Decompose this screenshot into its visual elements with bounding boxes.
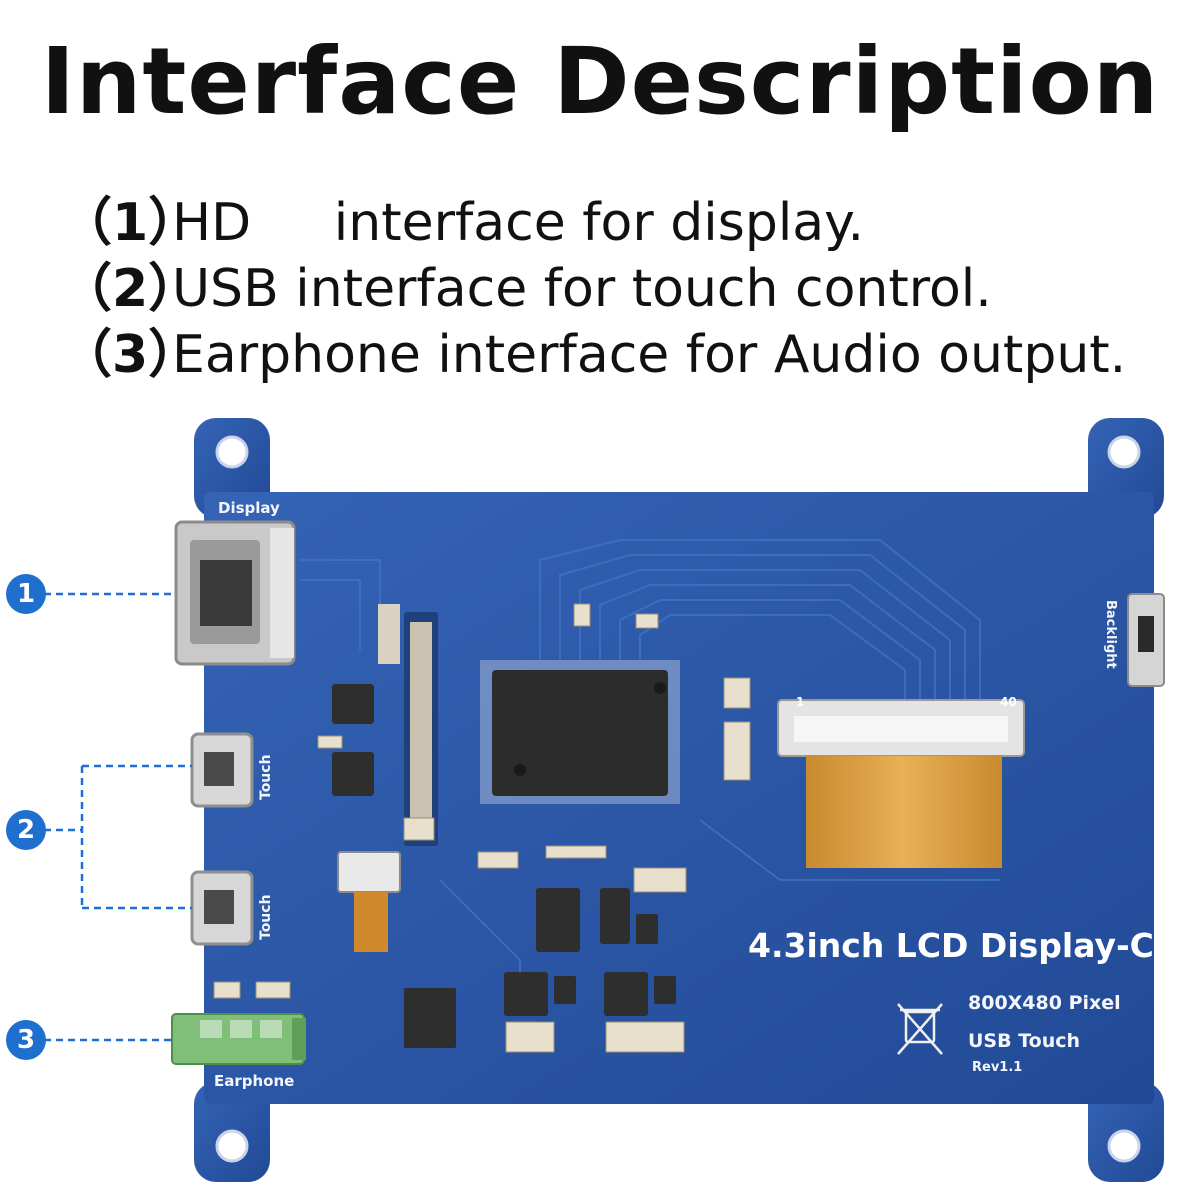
page-title: Interface Description bbox=[40, 28, 1160, 135]
weee-bin-icon bbox=[897, 1003, 943, 1055]
earphone-port-label: Earphone bbox=[214, 1072, 295, 1090]
backlight-switch-label: Backlight bbox=[1103, 600, 1118, 669]
touch-fpc-connector bbox=[337, 851, 401, 952]
board-resolution-label: 800X480 Pixel bbox=[968, 992, 1121, 1014]
board-revision-label: Rev1.1 bbox=[972, 1060, 1023, 1075]
backlight-switch bbox=[1127, 593, 1165, 687]
audio-jack bbox=[171, 1013, 306, 1065]
callout-lines bbox=[44, 592, 192, 1042]
description-item-3: （3）Earphone interface for Audio output. bbox=[60, 312, 1126, 387]
resistor-strip bbox=[378, 604, 438, 846]
usb-port-1 bbox=[190, 732, 254, 808]
item-text: USB interface for touch control. bbox=[172, 259, 992, 319]
pcb-traces bbox=[300, 539, 1000, 1000]
usb-port-2 bbox=[190, 870, 254, 946]
board-model-title: 4.3inch LCD Display-C bbox=[748, 926, 1154, 965]
description-item-1: （1）HD interface for display. bbox=[60, 180, 864, 255]
passive-components bbox=[213, 603, 751, 1053]
fpc-pin-end-label: 40 bbox=[1000, 695, 1017, 709]
item-text: Earphone interface for Audio output. bbox=[172, 325, 1127, 385]
description-item-2: （2）USB interface for touch control. bbox=[60, 246, 992, 321]
hdmi-port bbox=[174, 520, 296, 666]
board-touch-label: USB Touch bbox=[968, 1030, 1081, 1052]
fpc-pin-start-label: 1 bbox=[796, 695, 805, 709]
small-chips bbox=[332, 684, 676, 1048]
touch-port-label-1: Touch bbox=[258, 754, 274, 800]
display-port-label: Display bbox=[218, 499, 280, 517]
callout-marker-1: 1 bbox=[6, 574, 46, 614]
lcd-fpc-connector bbox=[777, 699, 1025, 868]
pcb-board bbox=[194, 418, 1164, 1182]
main-ic bbox=[480, 660, 680, 804]
touch-port-label-2: Touch bbox=[258, 894, 274, 940]
callout-marker-2: 2 bbox=[6, 810, 46, 850]
callout-marker-3: 3 bbox=[6, 1020, 46, 1060]
item-text: HD interface for display. bbox=[172, 193, 865, 253]
